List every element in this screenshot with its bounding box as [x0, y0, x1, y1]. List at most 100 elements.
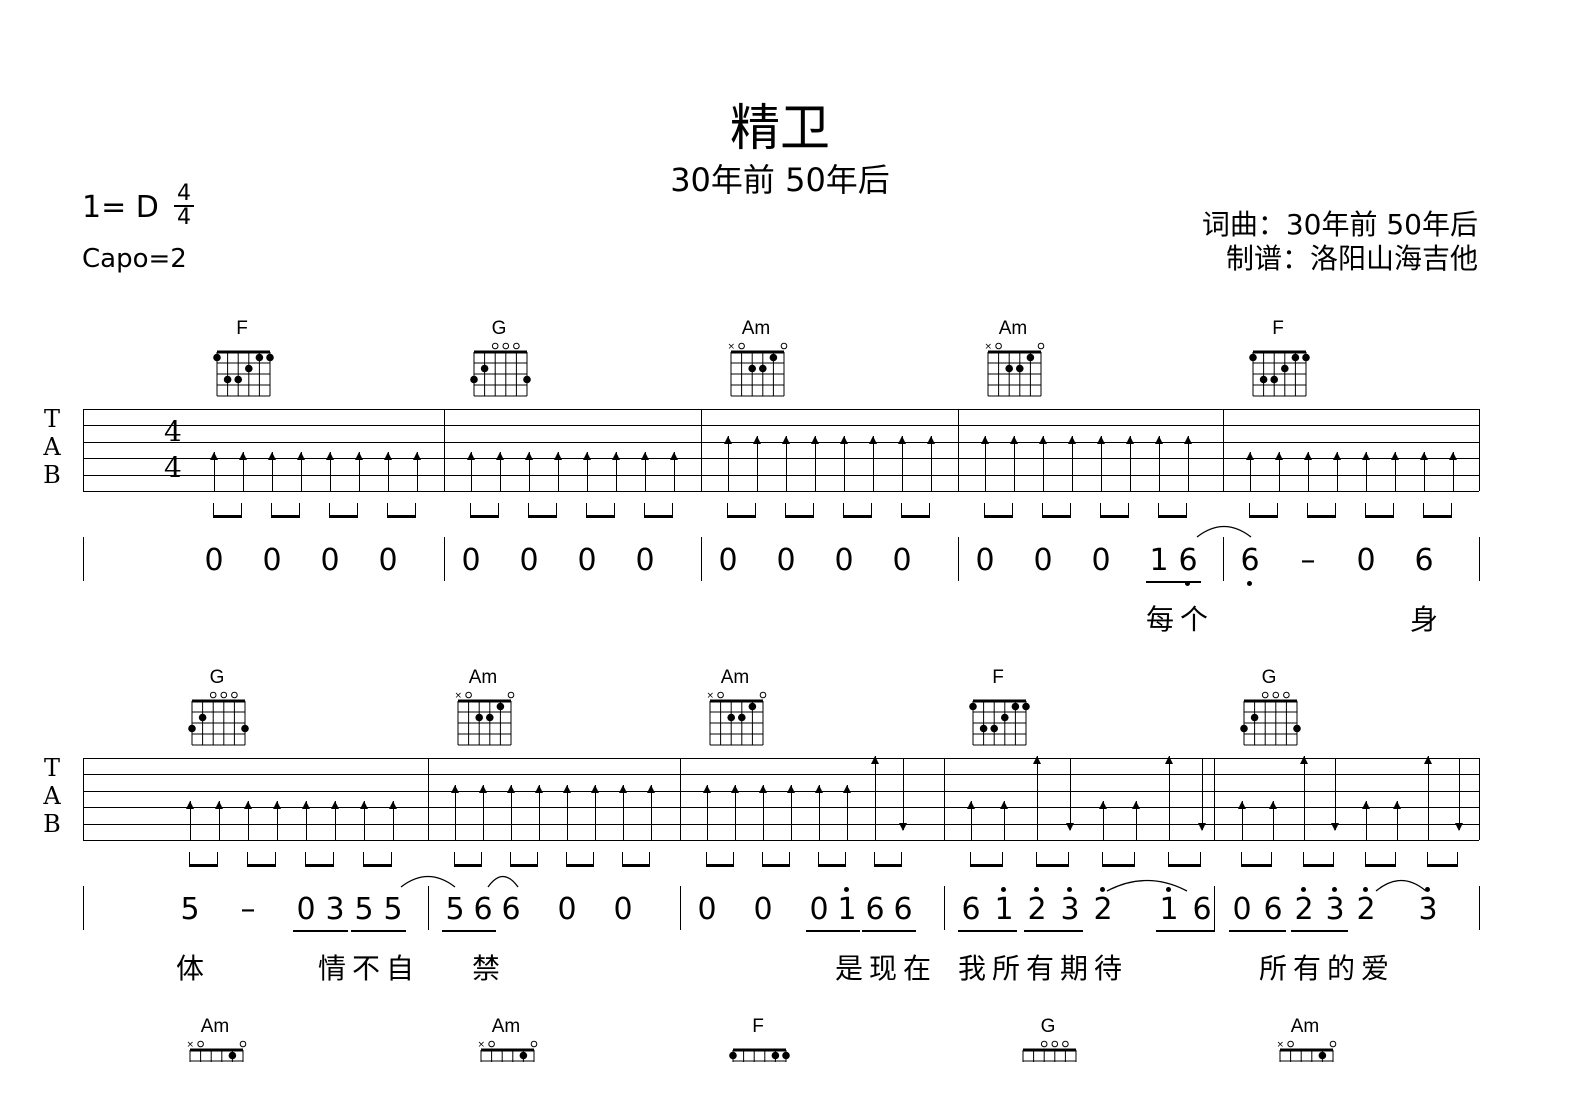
strum-up-arrow: [567, 784, 568, 840]
eighth-beam: [271, 503, 300, 518]
tab-staff: [83, 409, 1479, 492]
strum-up-arrow: [1103, 801, 1104, 840]
notation-barline: [83, 886, 84, 930]
arrow-head-down-icon: [1331, 823, 1339, 831]
arrow-head-up-icon: [413, 452, 421, 461]
tab-barline: [83, 758, 84, 840]
eighth-beam: [1307, 503, 1336, 518]
note-value: –: [240, 892, 256, 927]
jianpu-note: –: [1293, 543, 1323, 578]
eighth-beam: [901, 503, 930, 518]
lyric-text: 体: [176, 952, 211, 985]
strum-up-arrow: [393, 801, 394, 840]
jianpu-note: 0: [1086, 543, 1116, 578]
arrow-head-up-icon: [563, 784, 571, 793]
jianpu-note: 0: [1227, 892, 1257, 927]
jianpu-note: 0: [630, 543, 660, 578]
eighth-beam: [762, 852, 790, 867]
note-value: 0: [204, 543, 224, 578]
note-value: 0: [262, 543, 282, 578]
strum-up-arrow: [728, 435, 729, 491]
jianpu-note: 1: [989, 887, 1019, 927]
notation-barline: [1223, 537, 1224, 581]
arrow-head-up-icon: [1300, 756, 1308, 764]
jianpu-note: 1: [1154, 887, 1184, 927]
arrow-head-up-icon: [1238, 801, 1246, 810]
strum-up-arrow: [277, 801, 278, 840]
arrow-head-up-icon: [753, 435, 761, 444]
chord-diagram-am: Am×: [453, 667, 515, 753]
strum-up-arrow: [1130, 435, 1131, 491]
arrow-head-up-icon: [641, 452, 649, 461]
arrow-head-down-icon: [1198, 823, 1206, 831]
chord-diagram-f: F: [968, 667, 1030, 753]
arrow-head-up-icon: [1362, 452, 1370, 461]
eighth-beam: [566, 852, 594, 867]
arrow-head-up-icon: [815, 784, 823, 793]
arrow-head-up-icon: [244, 801, 252, 810]
notation-barline: [944, 886, 945, 930]
eighth-beam: [387, 503, 416, 518]
chord-name: G: [491, 318, 507, 339]
tab-clef-letter: T: [43, 754, 60, 782]
note-value: 0: [776, 543, 796, 578]
lyric-text: 情不自: [318, 952, 421, 985]
note-value: 0: [718, 543, 738, 578]
tab-barline: [958, 409, 959, 491]
tab-time-denominator: 4: [164, 451, 182, 484]
notation-barline: [428, 886, 429, 930]
tab-string-line: [83, 491, 1479, 492]
jianpu-note: 5: [349, 892, 379, 927]
note-value: 3: [1060, 892, 1080, 927]
note-value: 0: [1091, 543, 1111, 578]
strum-up-arrow: [1337, 452, 1338, 491]
capo-indicator: Capo=2: [82, 244, 187, 274]
jianpu-note: 6: [468, 892, 498, 927]
tab-string-line: [83, 474, 1479, 476]
jianpu-note: 0: [257, 543, 287, 578]
arrow-head-up-icon: [186, 801, 194, 810]
tab-barline: [1223, 409, 1224, 491]
strum-up-arrow: [875, 756, 876, 840]
chord-name: G: [1261, 667, 1277, 688]
strum-up-arrow: [1366, 452, 1367, 491]
chord-name: G: [209, 667, 225, 688]
strum-up-arrow: [873, 435, 874, 491]
arrow-head-up-icon: [535, 784, 543, 793]
strum-up-arrow: [483, 784, 484, 840]
strum-up-arrow: [847, 784, 848, 840]
note-value: 0: [1232, 892, 1252, 927]
jianpu-note: 0: [199, 543, 229, 578]
chord-diagram-am: Am×: [705, 667, 767, 753]
arrow-head-up-icon: [619, 784, 627, 793]
strum-up-arrow: [985, 435, 986, 491]
arrow-head-up-icon: [731, 784, 739, 793]
arrow-head-up-icon: [1393, 801, 1401, 810]
tab-string-line: [83, 758, 1479, 759]
arrow-head-up-icon: [703, 784, 711, 793]
notation-barline: [444, 537, 445, 581]
jianpu-note: 3: [1055, 887, 1085, 927]
arrow-head-up-icon: [1362, 801, 1370, 810]
tab-clef-letter: A: [43, 433, 61, 461]
lyric-text: 身: [1410, 603, 1445, 636]
eighth-beam: [1158, 503, 1187, 518]
octave-high-dot-icon: [1332, 887, 1337, 892]
arrow-head-up-icon: [268, 452, 276, 461]
tab-string-line: [83, 840, 1479, 841]
svg-text:×: ×: [478, 1040, 486, 1050]
note-value: 3: [325, 892, 345, 927]
eighth-beam: [874, 852, 902, 867]
strum-up-arrow: [529, 452, 530, 491]
chord-grid-icon: [212, 338, 274, 404]
strum-up-arrow: [272, 452, 273, 491]
strum-up-arrow: [623, 784, 624, 840]
strum-up-arrow: [388, 452, 389, 491]
tab-staff: [83, 758, 1479, 841]
composer-credit: 词曲：30年前 50年后: [1201, 208, 1478, 241]
arrow-head-up-icon: [871, 756, 879, 764]
arrow-head-up-icon: [811, 435, 819, 444]
note-value: 1: [837, 892, 857, 927]
eighth-underline: [442, 930, 496, 932]
arrow-head-up-icon: [1099, 801, 1107, 810]
